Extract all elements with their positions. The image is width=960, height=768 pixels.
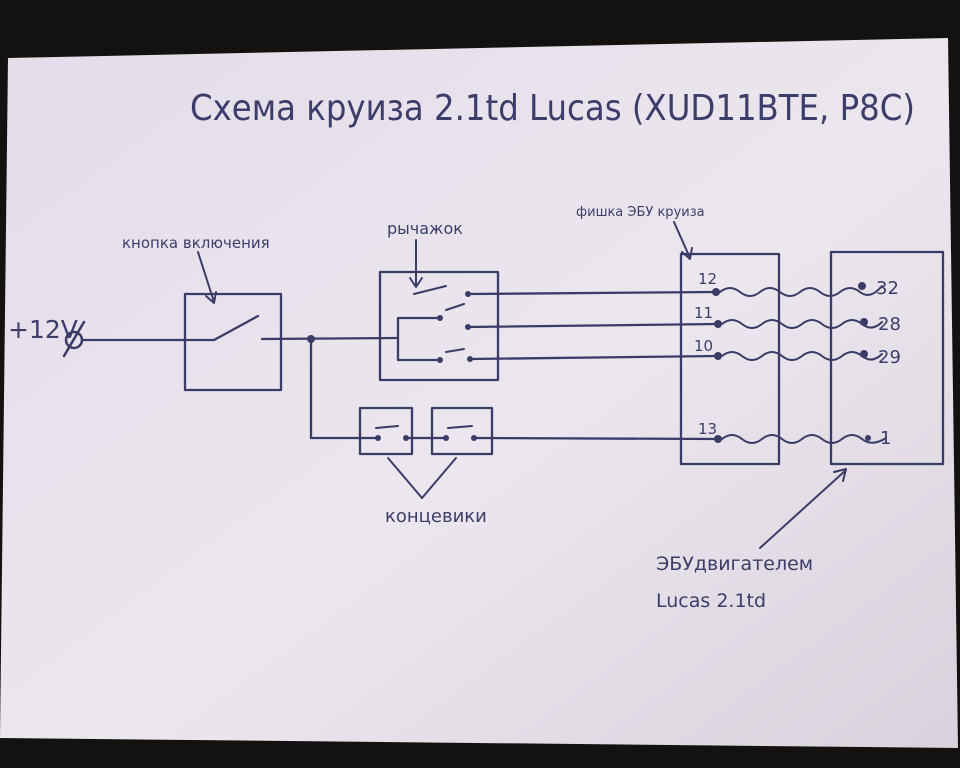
- power-button-box: [183, 292, 283, 392]
- limit-switch-left: [358, 406, 414, 456]
- engine-ecu-pin-label: 32: [876, 278, 899, 299]
- engine-ecu-pointer: [759, 468, 847, 549]
- wiring: [80, 290, 720, 441]
- connector-pin-label: 12: [698, 270, 717, 288]
- paper-sheet: [0, 38, 958, 748]
- engine-ecu-label-line1: ЭБУдвигателем: [656, 553, 813, 575]
- lever-switch-box: [378, 270, 500, 382]
- connector-pin-label: 10: [694, 337, 713, 355]
- connector-pin-dots: [712, 288, 722, 443]
- limit-switches-label: концевики: [385, 506, 487, 527]
- power-switch-contact: [212, 314, 260, 342]
- supply-label: +12V: [8, 315, 78, 344]
- connector-pointer: [673, 221, 693, 260]
- diagram-title: Схема круиза 2.1td Lucas (XUD11BTE, P8C): [190, 88, 915, 129]
- power-button-label: кнопка включения: [122, 234, 270, 252]
- connector-pin-label: 11: [694, 304, 713, 322]
- junction-dot: [307, 335, 315, 343]
- engine-ecu-pin-label: 29: [878, 347, 901, 368]
- engine-ecu-pin-dots: [858, 282, 871, 441]
- engine-ecu-pin-label: 28: [878, 314, 901, 335]
- connector-pin-label: 13: [698, 420, 717, 438]
- power-button-pointer: [197, 251, 217, 304]
- twisted-cables: [719, 285, 887, 444]
- lever-pointer: [409, 239, 423, 288]
- connector-label: фишка ЭБУ круиза: [576, 205, 705, 220]
- cruise-ecu-connector-box: [679, 252, 781, 466]
- engine-ecu-box: [829, 250, 945, 466]
- limit-switches-brace: [387, 457, 457, 499]
- limit-switch-right: [430, 406, 494, 456]
- lever-label: рычажок: [387, 219, 463, 238]
- engine-ecu-pin-label: 1: [880, 428, 891, 449]
- engine-ecu-label-line2: Lucas 2.1td: [656, 590, 766, 612]
